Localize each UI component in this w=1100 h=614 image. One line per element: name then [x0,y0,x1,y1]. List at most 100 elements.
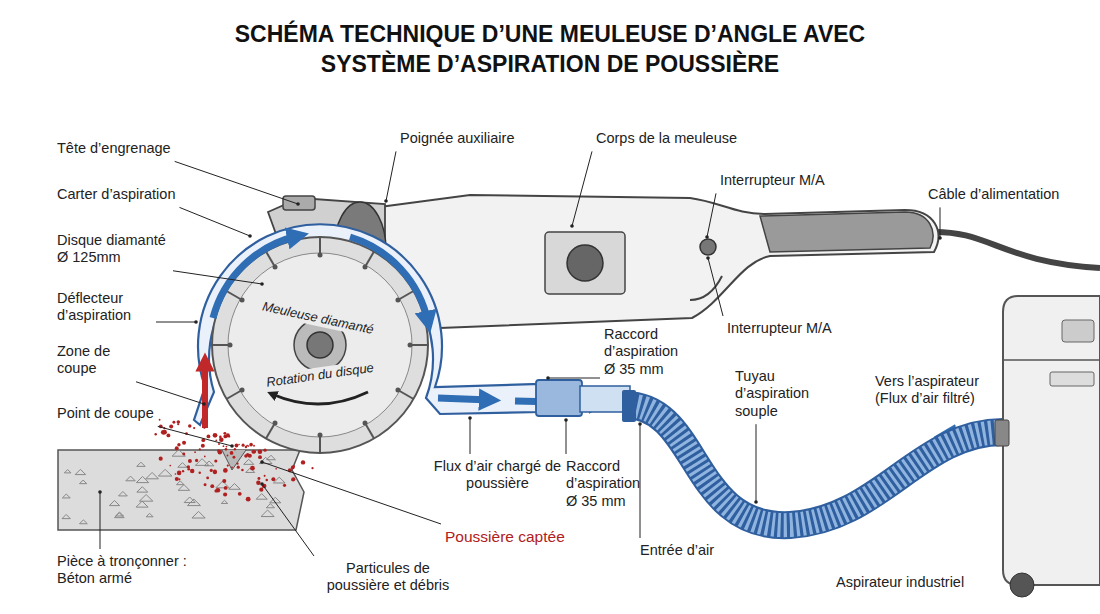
dust-particle [169,424,173,428]
dust-arrow [202,362,208,428]
part-label: Disque diamanté Ø 125mm [57,232,169,267]
leader-dot [194,320,198,324]
part-label: Poussière captée [445,528,565,547]
part-label: Carter d’aspiration [57,186,175,203]
disc-notch [266,251,274,265]
aggregate-mark [75,469,85,474]
dust-particle [225,448,228,451]
aggregate-mark [116,512,124,516]
leader-line [708,258,723,316]
leader-line [179,207,250,236]
dust-particle [256,481,260,485]
dust-particle [190,469,194,473]
dust-particle [188,424,191,427]
aggregate-mark [256,494,267,500]
disc-notch [400,391,414,399]
dust-particle [195,459,198,462]
industrial-vacuum [995,296,1100,597]
aggregate-mark [79,480,86,484]
dust-particle [238,444,240,446]
dust-particle [283,484,286,487]
disc-hole [318,433,323,438]
dust-particle [257,477,260,480]
dust-particle [264,475,266,477]
disc-hole [318,253,323,258]
part-label: Particules de poussière et débris [318,560,458,595]
leader-line [136,382,204,404]
dust-particle [271,477,275,481]
part-label: Déflecteur d’aspiration [57,290,152,325]
concrete-slab [58,450,304,530]
part-label: Flux d’air chargé de poussière [430,458,565,493]
dust-particle [199,448,201,450]
aggregate-mark [266,504,274,508]
dust-particle [203,427,205,429]
aggregate-mark [62,514,70,518]
dust-particle [291,477,295,481]
dust-particle [251,450,255,454]
dust-particle [172,421,175,424]
dust-particle [246,497,251,502]
disc-hole [228,343,233,348]
disc-hole [363,420,368,425]
dust-particle [226,446,228,448]
dust-particle [199,471,201,473]
aggregate-mark [119,492,128,496]
dust-particle [275,468,277,470]
leader-dot [546,376,550,380]
dust-particle [311,467,313,469]
airflow-arrows [213,236,990,436]
dust-particle [154,433,156,435]
dust-particle [177,471,182,476]
dust-particle [263,448,266,451]
disc-notch [366,251,374,265]
dust-particle [214,489,217,492]
leader-line [158,426,232,446]
part-label: Raccord d’aspiration Ø 35 mm [566,458,652,510]
leader-line [470,418,471,454]
diamond-disc [212,237,428,453]
disc-hole [395,388,400,393]
dust-particle [236,463,238,465]
disc-notch [212,344,228,346]
leader-dot [754,500,758,504]
dust-particle [230,451,234,455]
aggregate-mark [64,470,71,473]
leader-dot [230,444,234,448]
dust-particle [223,445,225,447]
dust-particle [224,486,228,490]
disc-hole [240,298,245,303]
aggregate-mark [172,450,185,457]
dust-particle [201,444,205,448]
part-label: Interrupteur M/A [720,172,825,189]
aggregate-mark [139,494,152,501]
dust-particle [175,477,179,481]
aggregate-mark [178,463,187,468]
leader-dot [202,402,206,406]
dust-particle [218,450,222,454]
leader-line [156,322,196,323]
part-label: Point de coupe [57,405,154,422]
dust-particle [291,465,295,469]
aggregate-mark [136,476,148,482]
dust-particle [207,434,211,438]
dust-particle [162,430,167,435]
disc-hole [273,420,278,425]
dust-particle [253,445,255,447]
dust-particle [218,443,220,445]
leader-dot [468,416,472,420]
aggregate-mark [187,499,200,506]
aggregate-mark [126,476,135,481]
aggregate-mark [137,487,148,492]
dust-particle [204,483,207,486]
leader-dot [260,482,264,486]
dust-particle [175,446,179,450]
dust-particle [223,492,227,496]
dust-particle [258,449,263,454]
leader-line [940,207,941,238]
disc-notch [226,291,240,299]
dust-particle [175,473,177,475]
leader-dot [706,256,710,260]
